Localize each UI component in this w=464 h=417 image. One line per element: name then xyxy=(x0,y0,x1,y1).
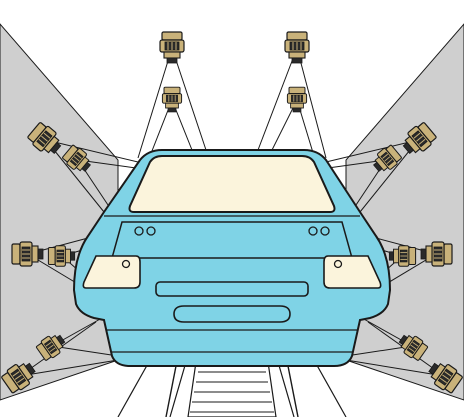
camera-icon xyxy=(421,242,452,266)
windshield xyxy=(130,156,335,212)
conveyor-track xyxy=(166,362,298,417)
camera-icon xyxy=(287,87,306,112)
camera-icon xyxy=(160,32,184,63)
car-body xyxy=(74,150,390,366)
camera-icon xyxy=(48,246,74,266)
camera-icon xyxy=(389,246,415,266)
camera-icon xyxy=(162,87,181,112)
camera-icon xyxy=(12,242,43,266)
camera-icon xyxy=(285,32,309,63)
trunk-panel xyxy=(112,222,352,258)
